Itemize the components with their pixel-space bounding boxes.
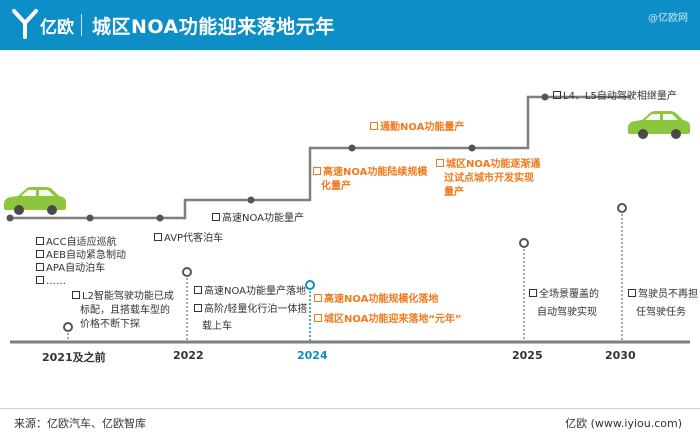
step-label-apa: APA自动泊车 xyxy=(36,262,105,276)
step-label-city-noa-3: 量产 xyxy=(444,187,464,198)
car-start-icon xyxy=(4,187,66,215)
step-label-avp: AVP代客泊车 xyxy=(154,232,223,246)
timeline-label-2024-1: 高速NOA功能规模化落地 xyxy=(314,293,438,307)
header-bar: 亿欧 城区NOA功能迎来落地元年 @亿欧网 xyxy=(0,0,700,50)
step-label-highway-scale-1: 高速NOA功能陆续规模 xyxy=(313,166,427,180)
step-dot xyxy=(468,144,476,152)
year-2025: 2025 xyxy=(512,349,543,362)
header-divider xyxy=(81,14,82,36)
source-note: 来源：亿欧汽车、亿欧智库 xyxy=(14,417,146,430)
timeline-label-2025-1: 全场景覆盖的 xyxy=(529,288,599,302)
step-label-l4-l5: L4、L5自动驾驶相继量产 xyxy=(553,90,677,104)
page-title: 城区NOA功能迎来落地元年 xyxy=(92,16,335,38)
step-dot xyxy=(86,214,94,222)
step-dot xyxy=(541,93,549,101)
footer-divider xyxy=(0,408,700,409)
staircase-line xyxy=(10,95,630,220)
timeline-label-2030-1: 驾驶员不再担 xyxy=(628,288,698,302)
timeline-chart xyxy=(4,93,690,344)
timeline-label-2030-2: 任驾驶任务 xyxy=(636,307,686,318)
step-label-city-noa-1: 城区NOA功能逐渐通 xyxy=(436,158,540,172)
step-label-highway-scale-2: 化量产 xyxy=(321,181,351,192)
timeline-label-2021-3: 价格不断下探 xyxy=(80,319,140,330)
footer-credit: 亿欧 (www.iyiou.com) xyxy=(565,417,682,430)
step-label-more: …… xyxy=(36,275,66,289)
timeline-label-2021-1: L2智能驾驶功能已成 xyxy=(72,290,174,304)
timeline-label-2024-2: 城区NOA功能迎来落地“元年” xyxy=(314,313,462,327)
year-2022: 2022 xyxy=(173,349,204,362)
step-dot xyxy=(247,196,255,204)
step-dot xyxy=(348,144,356,152)
step-label-aeb: AEB自动紧急制动 xyxy=(36,249,126,263)
year-2030: 2030 xyxy=(605,349,636,362)
step-label-highway-noa: 高速NOA功能量产 xyxy=(212,212,304,226)
step-label-commute-noa: 通勤NOA功能量产 xyxy=(370,121,464,135)
timeline-label-2021-2: 标配，且搭载车型的 xyxy=(80,305,170,316)
timeline-label-2025-2: 自动驾驶实现 xyxy=(537,307,597,318)
step-label-acc: ACC自适应巡航 xyxy=(36,236,117,250)
year-2024: 2024 xyxy=(297,349,328,362)
timeline-label-2022-3: 载上车 xyxy=(202,321,232,332)
watermark: @亿欧网 xyxy=(648,13,688,24)
step-dot xyxy=(156,214,164,222)
timeline-label-2022-1: 高速NOA功能量产落地 xyxy=(194,285,306,299)
logo-icon xyxy=(12,9,38,39)
car-end-icon xyxy=(628,111,690,139)
year-2021: 2021及之前 xyxy=(42,351,106,364)
step-label-city-noa-2: 过试点城市开发实现 xyxy=(444,173,534,184)
brand-name: 亿欧 xyxy=(40,18,74,38)
timeline-label-2022-2: 高阶/轻量化行泊一体搭 xyxy=(194,303,307,317)
step-dot xyxy=(6,214,14,222)
